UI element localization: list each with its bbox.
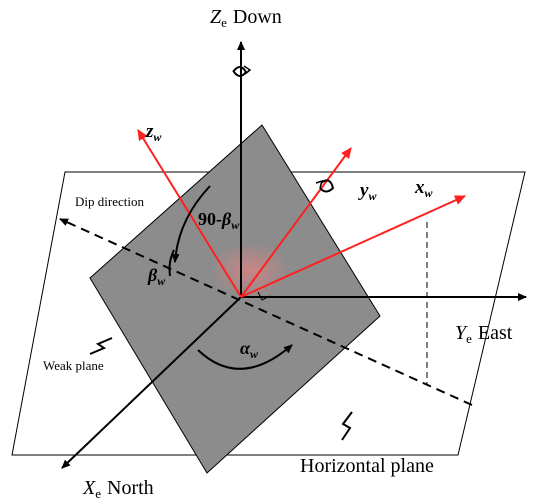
angle-alpha-label: αw [240,338,259,361]
x-w-axis [240,195,466,298]
horizontal-plane-leader [341,411,353,441]
rotation-icon-z [232,66,248,77]
y-w-axis [240,147,352,298]
x-e-axis [61,296,242,469]
rotation-icon-yw-tip [315,179,324,189]
angle-90-beta-label: 90-βw [198,209,240,232]
weak-plane-label: Weak plane [43,358,104,373]
angle-arc-alpha [197,344,293,370]
weak-plane-leader [89,337,113,355]
angle-beta-label: βw [147,265,166,288]
x-w-label: xw [414,177,434,200]
horizontal-plane-label: Horizontal plane [300,455,434,477]
y-w-label: yw [358,180,377,203]
dip-direction-line [59,218,473,406]
rotation-icon-yw [319,179,335,193]
right-angle-marker [257,291,271,301]
angle-arc-beta [168,249,175,277]
origin-glow [210,242,290,298]
dip-direction-label: Dip direction [75,194,144,209]
angle-arc-90-beta [171,185,211,263]
rotation-icon-z-tip [243,65,252,75]
z-w-label: zw [145,121,162,144]
